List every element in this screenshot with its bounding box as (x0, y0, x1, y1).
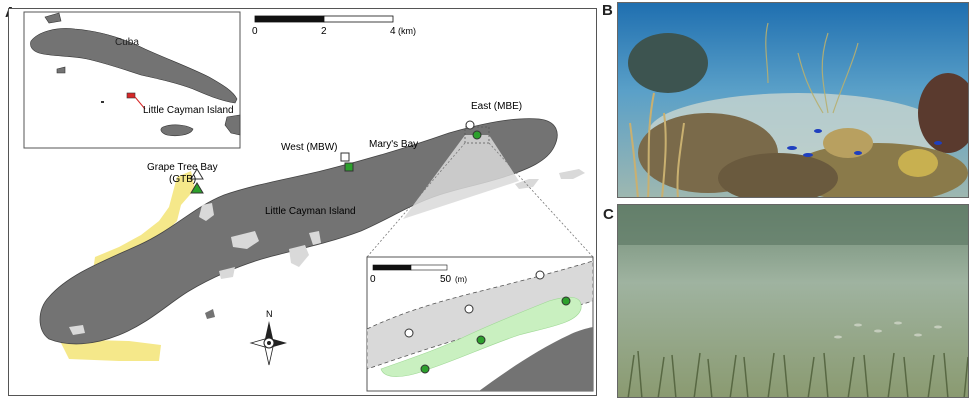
cuba-label: Cuba (115, 37, 139, 48)
mbw-open-square-marker (340, 152, 350, 162)
scale-tick-0: 0 (252, 26, 258, 37)
mbe-open-circle-marker (465, 120, 475, 130)
zoom-box (464, 126, 490, 144)
hispaniola-edge (224, 114, 241, 136)
lagoon-8 (69, 325, 85, 335)
inset-lagoon-band (366, 260, 594, 370)
lagoon-5 (309, 231, 321, 245)
jamaica (160, 124, 194, 137)
gtb-label-line1: Grape Tree Bay (147, 162, 218, 173)
main-scale-bar (254, 15, 394, 23)
lagoon-4 (219, 267, 235, 279)
zoom-wedge (403, 135, 519, 219)
bay-label: Mary's Bay (369, 139, 418, 150)
map-panel: Grape Tree Bay (GTB) West (MBW) Mary's B… (8, 8, 597, 396)
lagoon-6 (515, 179, 539, 189)
gtb-open-triangle-marker (190, 168, 204, 180)
site-detail-inset (366, 256, 594, 392)
island-label: Little Cayman Island (265, 206, 356, 217)
little-cayman-marker (126, 92, 136, 99)
west-site-label: West (MBW) (281, 142, 337, 153)
inset-scale-tick-0: 0 (370, 274, 376, 285)
gtb-label-line2: (GTB) (169, 174, 196, 185)
map-svg: Grape Tree Bay (GTB) West (MBW) Mary's B… (23, 11, 594, 392)
mbw-filled-square-marker (344, 162, 354, 172)
islet-1 (205, 309, 215, 319)
seagrass-yellow-south (59, 339, 161, 361)
reef-photo (617, 2, 969, 198)
panel-label-b: B (602, 2, 613, 19)
isle-of-youth (56, 66, 66, 74)
seagrass-photo (617, 204, 969, 398)
mbe-filled-circle-marker (472, 130, 482, 140)
scale-unit: (km) (398, 26, 416, 36)
scale-tick-2: 2 (321, 26, 327, 37)
caribbean-inset (23, 11, 241, 149)
lagoon-7 (559, 169, 585, 179)
little-cayman-island (39, 118, 558, 345)
florida-edge (44, 12, 62, 24)
inset-scale-unit: (m) (455, 275, 467, 284)
cuba-landmass (30, 28, 238, 104)
inset-scale-tick-50: 50 (440, 274, 452, 285)
zoom-line-left (366, 142, 466, 258)
panel-label-c: C (603, 206, 614, 223)
lagoon-3 (289, 245, 309, 267)
east-site-label: East (MBE) (471, 101, 522, 112)
compass-rose-icon (249, 321, 287, 366)
lagoon-1 (199, 203, 214, 221)
inset-land (479, 327, 593, 391)
islet-2 (181, 261, 185, 267)
scale-tick-4: 4 (390, 26, 396, 37)
compass-north-label: N (266, 309, 273, 319)
zoom-line-right (488, 142, 594, 258)
inset-island-label: Little Cayman Island (143, 105, 234, 116)
lagoon-2 (231, 231, 259, 249)
gtb-filled-triangle-marker (190, 182, 204, 194)
